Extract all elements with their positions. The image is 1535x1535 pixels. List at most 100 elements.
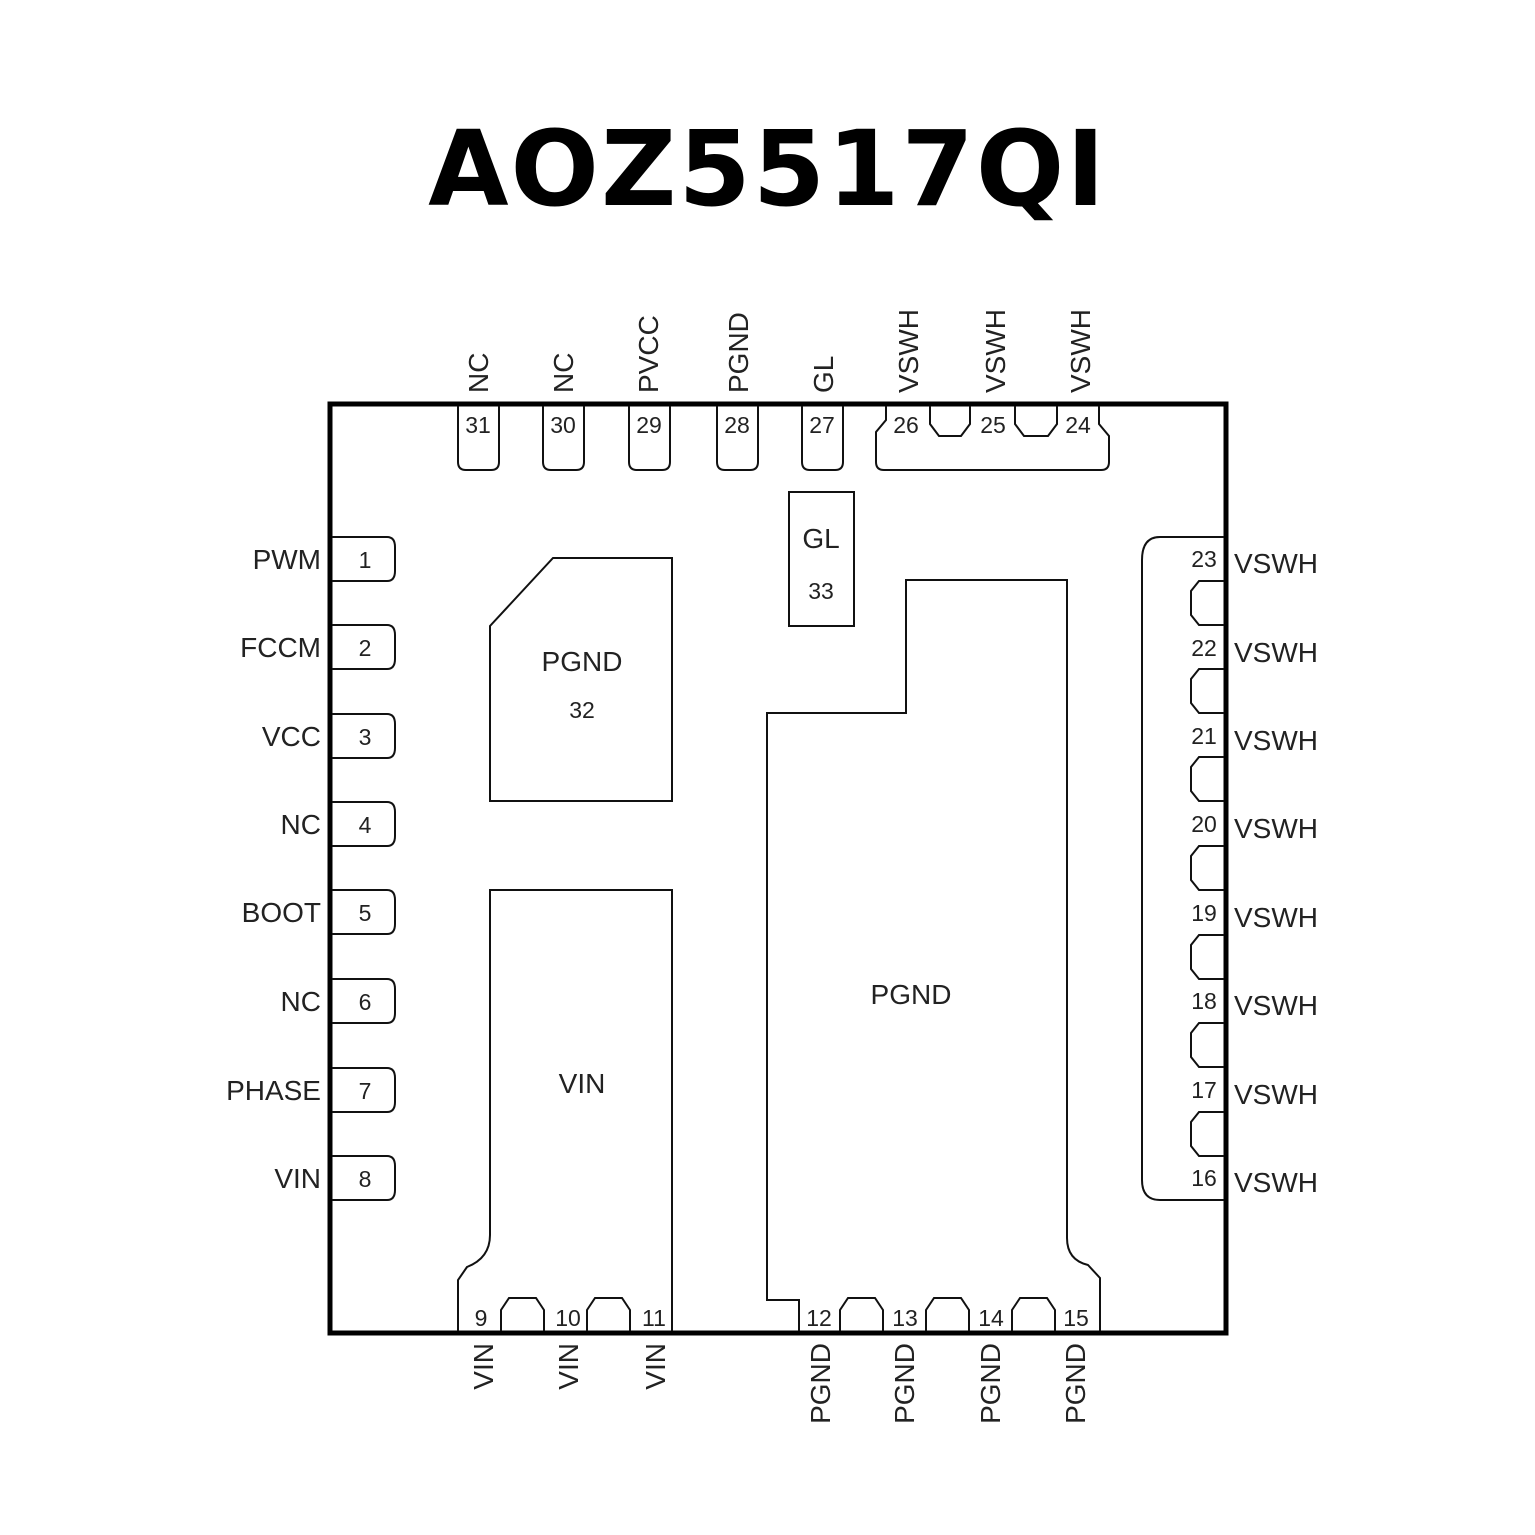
pin-number: 23 <box>1191 546 1217 572</box>
pin-label-pwm: PWM <box>253 544 321 575</box>
pin-number: 12 <box>806 1305 832 1331</box>
pin-label-pvcc: PVCC <box>633 315 664 393</box>
pin-label-vin: VIN <box>553 1343 584 1390</box>
pad-notch <box>1011 1297 1056 1331</box>
pin-number: 18 <box>1191 988 1217 1014</box>
pin-pad <box>801 406 844 471</box>
pin-pad <box>332 978 396 1024</box>
pin-label-nc: NC <box>281 986 321 1017</box>
pin-number: 26 <box>893 412 919 438</box>
pin-number: 19 <box>1191 900 1217 926</box>
pin-label-pgnd: PGND <box>975 1343 1006 1424</box>
pin-number: 7 <box>359 1078 372 1104</box>
pin-label-vswh: VSWH <box>1065 309 1096 393</box>
pin-number: 6 <box>359 989 372 1015</box>
pad-notch <box>1190 756 1224 802</box>
pin-pad <box>332 536 396 582</box>
pin-number: 4 <box>359 812 372 838</box>
pad-notch <box>1190 845 1224 891</box>
gl-33-number: 33 <box>808 578 834 604</box>
pin-label-vswh: VSWH <box>1234 990 1318 1021</box>
pin-number: 29 <box>636 412 662 438</box>
pin-number: 8 <box>359 1166 372 1192</box>
pin-number: 28 <box>724 412 750 438</box>
pin-pad <box>332 713 396 759</box>
pin-number: 16 <box>1191 1165 1217 1191</box>
pin-label-vswh: VSWH <box>893 309 924 393</box>
pgnd-32-label: PGND <box>542 646 623 677</box>
pad-notch <box>1190 934 1224 980</box>
pin-label-vswh: VSWH <box>1234 548 1318 579</box>
pad-notch <box>839 1297 884 1331</box>
pin-label-pgnd: PGND <box>889 1343 920 1424</box>
pad-notch <box>500 1297 545 1331</box>
pad-notch <box>1190 668 1224 714</box>
pin-number: 25 <box>980 412 1006 438</box>
pin-number: 22 <box>1191 635 1217 661</box>
pin-pad <box>332 1155 396 1201</box>
pin-number: 14 <box>978 1305 1004 1331</box>
pin-label-vin: VIN <box>468 1343 499 1390</box>
pin-number: 27 <box>809 412 835 438</box>
pgnd-pad <box>766 579 1101 1331</box>
pin-label-vswh: VSWH <box>1234 813 1318 844</box>
pad-notch <box>586 1297 631 1331</box>
pin-pad <box>716 406 759 471</box>
pin-label-phase: PHASE <box>226 1075 321 1106</box>
pin-number: 30 <box>550 412 576 438</box>
pin-label-nc: NC <box>548 353 579 393</box>
vswh-right-pad <box>1141 536 1224 1201</box>
vswh-top-pad <box>875 406 1110 471</box>
vin-pad-label: VIN <box>559 1068 606 1099</box>
pin-number: 20 <box>1191 811 1217 837</box>
pin-label-vswh: VSWH <box>980 309 1011 393</box>
pin-number: 2 <box>359 635 372 661</box>
pgnd-pad-label: PGND <box>871 979 952 1010</box>
package-outline <box>327 401 1229 1336</box>
pin-label-boot: BOOT <box>242 897 321 928</box>
pin-label-vswh: VSWH <box>1234 637 1318 668</box>
pin-label-vswh: VSWH <box>1234 902 1318 933</box>
pin-number: 9 <box>475 1305 488 1331</box>
pin-label-pgnd: PGND <box>805 1343 836 1424</box>
pin-number: 15 <box>1063 1305 1089 1331</box>
vin-pad <box>457 889 673 1331</box>
pad-notch <box>1014 406 1058 437</box>
pin-pad <box>332 801 396 847</box>
pin-number: 10 <box>555 1305 581 1331</box>
pin-number: 24 <box>1065 412 1091 438</box>
pin-label-vcc: VCC <box>262 721 321 752</box>
pin-pad <box>457 406 500 471</box>
pin-number: 21 <box>1191 723 1217 749</box>
pin-label-nc: NC <box>281 809 321 840</box>
pin-label-gl: GL <box>808 356 839 393</box>
pin-label-vswh: VSWH <box>1234 725 1318 756</box>
pin-label-vin: VIN <box>640 1343 671 1390</box>
pad-notch <box>1190 1111 1224 1157</box>
pin-number: 5 <box>359 900 372 926</box>
pin-pad <box>332 1067 396 1113</box>
pgnd-32-number: 32 <box>569 697 595 723</box>
pin-number: 13 <box>892 1305 918 1331</box>
pad-notch <box>929 406 971 437</box>
chip-title: AOZ5517QI <box>428 108 1107 230</box>
pin-label-fccm: FCCM <box>240 632 321 663</box>
pin-pad <box>332 624 396 670</box>
gl-33-pad <box>788 491 855 627</box>
pin-label-vin: VIN <box>274 1163 321 1194</box>
pad-notch <box>1190 1022 1224 1068</box>
pin-number: 3 <box>359 724 372 750</box>
pin-label-pgnd: PGND <box>723 312 754 393</box>
pin-label-nc: NC <box>463 353 494 393</box>
gl-33-label: GL <box>802 523 839 554</box>
pin-number: 17 <box>1191 1077 1217 1103</box>
pad-notch <box>925 1297 970 1331</box>
pad-notch <box>1190 580 1224 626</box>
pin-label-vswh: VSWH <box>1234 1079 1318 1110</box>
pin-pad <box>542 406 585 471</box>
pin-number: 1 <box>359 547 372 573</box>
pin-pad <box>628 406 671 471</box>
pin-label-pgnd: PGND <box>1060 1343 1091 1424</box>
pin-number: 11 <box>642 1305 666 1331</box>
